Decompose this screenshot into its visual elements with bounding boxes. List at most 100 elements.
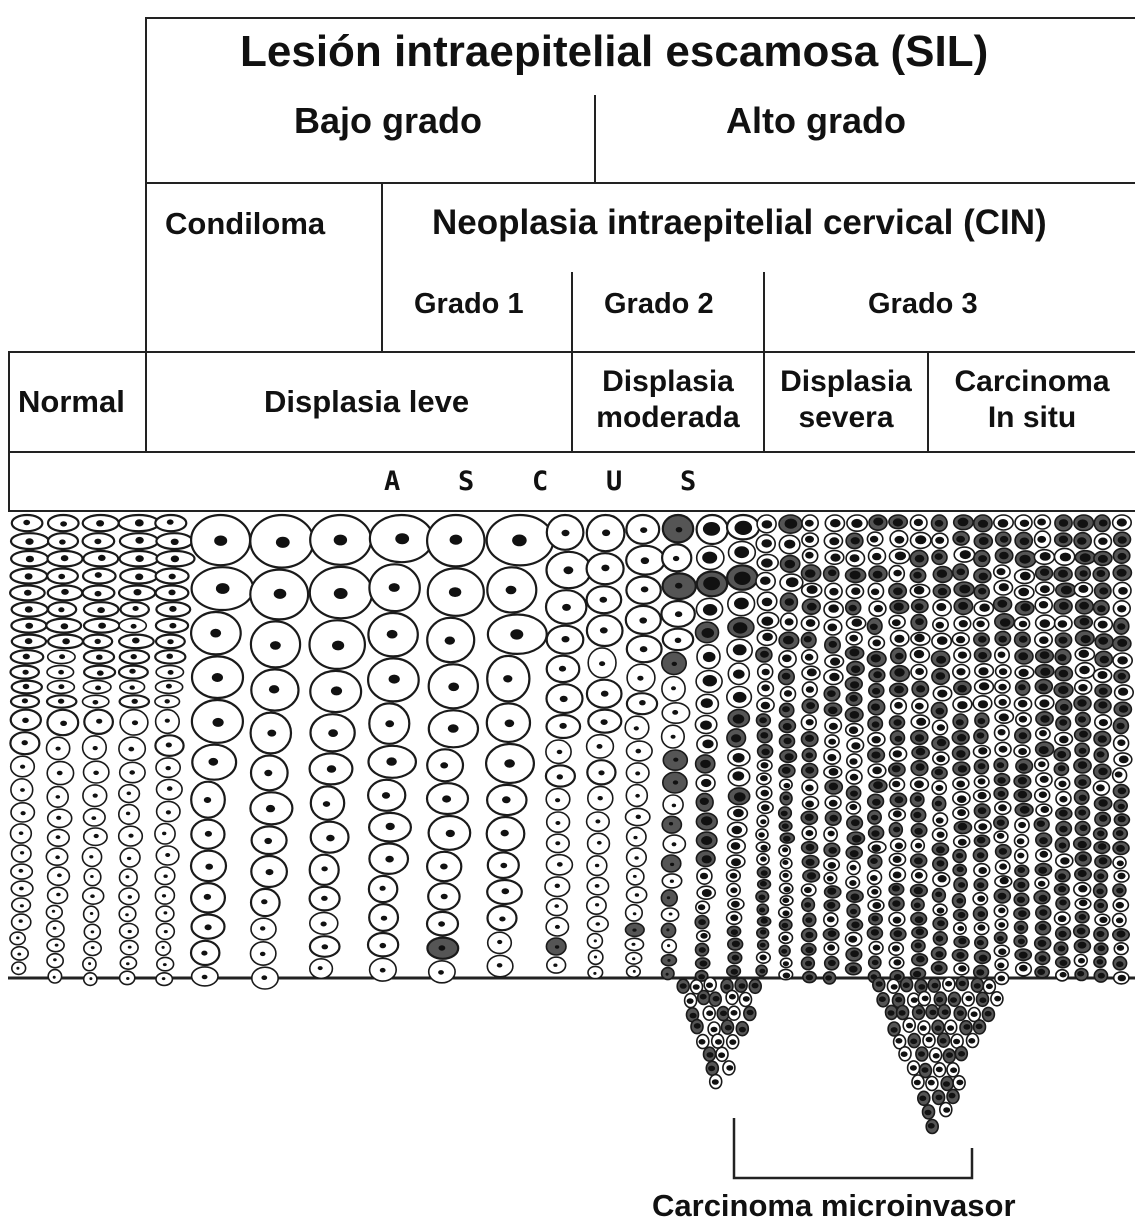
cell-nucleus	[1058, 765, 1066, 771]
cell-nucleus	[892, 765, 901, 772]
cell-nucleus	[999, 746, 1008, 753]
cell-nucleus	[852, 619, 863, 627]
cell-nucleus	[1019, 763, 1028, 770]
cell-nucleus	[871, 704, 880, 711]
cell-nucleus	[163, 963, 167, 966]
cell-nucleus	[270, 641, 281, 650]
cell-nucleus	[873, 945, 881, 951]
cell-nucleus	[326, 835, 334, 842]
cell-nucleus	[895, 653, 903, 660]
cell-nucleus	[1059, 826, 1067, 833]
cell-nucleus	[998, 922, 1005, 928]
cell-nucleus	[733, 622, 747, 633]
cell-nucleus	[730, 887, 737, 893]
cell-nucleus	[20, 851, 24, 854]
cell-nucleus	[759, 908, 765, 913]
cell-nucleus	[1060, 704, 1069, 711]
cell-nucleus	[1118, 804, 1125, 810]
cell-nucleus	[91, 930, 95, 933]
cell-nucleus	[702, 855, 712, 863]
cell-nucleus	[1097, 873, 1104, 879]
cell-nucleus	[994, 996, 1001, 1002]
cell-nucleus	[703, 604, 717, 616]
cell-nucleus	[597, 841, 602, 845]
cell-nucleus	[1079, 795, 1087, 801]
cell-nucleus	[132, 720, 138, 725]
cell-nucleus	[562, 530, 570, 536]
cell-nucleus	[730, 873, 738, 879]
cell-nucleus	[1058, 570, 1068, 578]
cell-nucleus	[58, 684, 64, 689]
cell-nucleus	[23, 654, 30, 660]
cell-nucleus	[205, 924, 212, 930]
cell-nucleus	[1080, 553, 1091, 562]
cell-nucleus	[871, 589, 879, 596]
cell-nucleus	[672, 842, 677, 846]
cell-nucleus	[1079, 666, 1090, 674]
cell-nucleus	[892, 945, 900, 951]
cell-nucleus	[978, 588, 986, 595]
cell-nucleus	[213, 718, 224, 727]
cell-nucleus	[830, 658, 840, 666]
cell-nucleus	[913, 812, 921, 818]
cell-nucleus	[381, 916, 387, 921]
cell-nucleus	[698, 919, 706, 925]
cell-nucleus	[957, 809, 966, 816]
cell-nucleus	[871, 889, 878, 895]
cell-nucleus	[1038, 867, 1047, 874]
cell-nucleus	[261, 975, 267, 980]
cell-nucleus	[1097, 831, 1104, 837]
cell-nucleus	[1118, 553, 1127, 560]
cell-nucleus	[806, 844, 815, 851]
cell-nucleus	[506, 586, 517, 595]
cell-nucleus	[997, 777, 1005, 784]
cell-nucleus	[998, 908, 1005, 914]
cell-nucleus	[1039, 601, 1048, 608]
cell-nucleus	[701, 779, 711, 787]
cell-nucleus	[90, 875, 94, 878]
cell-nucleus	[733, 809, 744, 818]
cell-nucleus	[1037, 821, 1045, 827]
cell-nucleus	[562, 636, 570, 642]
cell-nucleus	[703, 577, 720, 590]
cell-nucleus	[687, 998, 694, 1004]
cell-nucleus	[760, 732, 768, 738]
cell-nucleus	[512, 535, 527, 547]
cell-nucleus	[781, 949, 787, 954]
cell-nucleus	[734, 598, 749, 610]
cell-nucleus	[601, 719, 608, 725]
cell-nucleus	[760, 845, 767, 851]
cell-nucleus	[16, 967, 19, 970]
cell-nucleus	[555, 798, 560, 802]
cell-nucleus	[58, 574, 65, 579]
cell-nucleus	[892, 900, 900, 907]
cell-nucleus	[805, 785, 814, 792]
cell-nucleus	[893, 917, 902, 924]
cell-nucleus	[666, 973, 669, 976]
cell-nucleus	[641, 586, 649, 592]
cell-nucleus	[1099, 587, 1108, 594]
cell-nucleus	[98, 555, 106, 561]
cell-nucleus	[1078, 942, 1087, 949]
cell-nucleus	[708, 1066, 715, 1072]
cell-nucleus	[669, 822, 673, 825]
cell-nucleus	[974, 983, 981, 989]
cell-nucleus	[807, 603, 817, 611]
cell-nucleus	[829, 800, 838, 807]
cell-nucleus	[666, 928, 669, 931]
cell-nucleus	[637, 676, 643, 681]
cell-nucleus	[1077, 519, 1088, 528]
cell-nucleus	[735, 521, 753, 535]
cell-nucleus	[914, 796, 921, 802]
cell-nucleus	[132, 699, 138, 704]
cell-nucleus	[1117, 518, 1127, 526]
cell-nucleus	[128, 946, 132, 949]
cell-nucleus	[702, 740, 713, 749]
cell-nucleus	[1039, 636, 1049, 644]
cell-nucleus	[1017, 882, 1025, 889]
cell-nucleus	[731, 929, 738, 935]
cell-nucleus	[915, 703, 924, 710]
cell-nucleus	[782, 673, 791, 680]
cell-nucleus	[851, 519, 862, 528]
cell-nucleus	[761, 684, 770, 691]
